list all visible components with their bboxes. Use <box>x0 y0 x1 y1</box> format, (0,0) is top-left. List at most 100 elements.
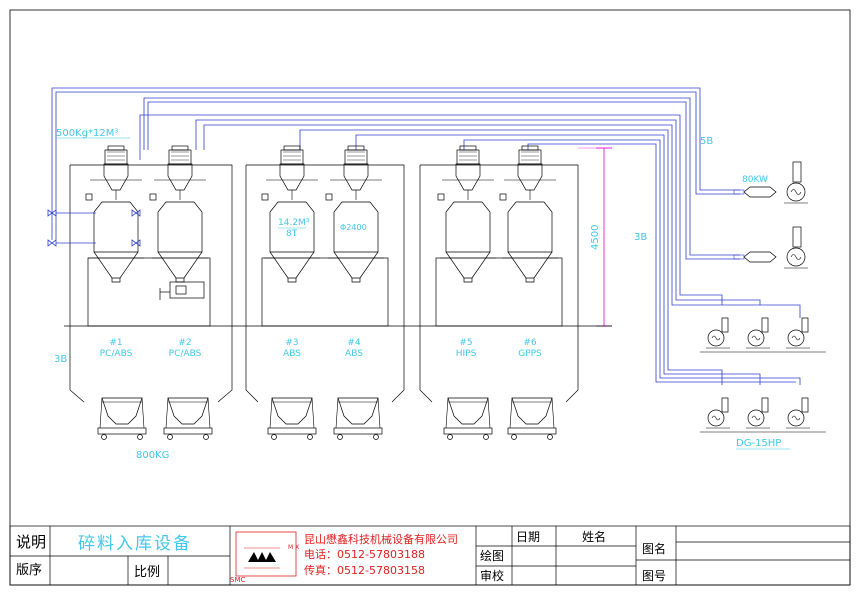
cart-wheel <box>373 434 379 440</box>
silo-cone <box>269 251 297 283</box>
pump-housing <box>747 329 765 347</box>
support-platform-3 <box>435 257 563 327</box>
silo-5-no: #5 <box>459 338 472 348</box>
silo-4-material: ABS <box>345 349 363 359</box>
pipe-spec-label: 500Kg*12M³ <box>56 128 118 139</box>
silo-unit-2 <box>149 145 208 283</box>
silo-3-material: ABS <box>283 349 301 359</box>
pump-row1-3 <box>786 317 810 349</box>
desc-label: 说明 <box>16 533 46 551</box>
motor-icon <box>159 281 205 300</box>
cart-wheel <box>337 434 343 440</box>
pump-row2-1 <box>706 397 730 429</box>
label-hopper-weight: 800KG <box>136 450 169 461</box>
pump-housing <box>787 329 805 347</box>
title-block <box>9 525 851 586</box>
silo-1-material: PC/ABS <box>100 349 133 359</box>
silo-valve <box>437 193 445 201</box>
logo-smc-text: SMC <box>230 576 245 584</box>
silo-unit-3 <box>261 145 320 283</box>
figure-no-label: 图号 <box>642 569 666 583</box>
pump-row2-2 <box>746 397 770 429</box>
label-height: 4500 <box>590 225 601 250</box>
drawing-title: 碎料入库设备 <box>78 534 192 554</box>
silo-6-no: #6 <box>523 338 537 348</box>
blower-housing <box>786 247 806 267</box>
logo-mx-text: M X <box>288 544 299 551</box>
loader-hopper <box>103 163 129 191</box>
loader-cap <box>521 145 539 151</box>
cart-wheel <box>307 434 313 440</box>
label-storage-weight: 8T <box>286 229 298 239</box>
inline-valve <box>733 254 745 260</box>
cart-wheel <box>271 434 277 440</box>
silo-cone <box>93 251 121 283</box>
label-5b: 5B <box>700 136 713 147</box>
figure-name-label: 图名 <box>642 541 666 556</box>
blower-filter <box>792 226 802 248</box>
loader-cap <box>347 145 365 151</box>
cart-base <box>333 427 383 435</box>
pump-row1-1 <box>706 317 730 349</box>
scale-label: 比例 <box>134 565 160 580</box>
label-storage-volume: 14.2M³ <box>278 218 310 228</box>
label-blower-power: 80KW <box>742 175 768 185</box>
silo-valve <box>325 193 333 201</box>
cart-wheel <box>483 434 489 440</box>
loader-hopper <box>279 163 305 191</box>
cart-base <box>507 427 557 435</box>
pump-housing <box>787 409 805 427</box>
blower-filter <box>792 161 802 183</box>
silo-unit-5 <box>437 145 496 283</box>
silencer <box>743 186 777 198</box>
cart-base <box>97 427 147 435</box>
hopper-cart-3 <box>267 397 317 440</box>
support-platform-2 <box>261 257 389 327</box>
inline-valve <box>733 189 745 195</box>
version-label: 版序 <box>16 563 42 578</box>
review-label: 审校 <box>480 568 504 583</box>
cart-base <box>163 427 213 435</box>
company-logo <box>235 531 297 577</box>
loader-hopper <box>343 163 369 191</box>
hopper-cart-6 <box>507 397 557 440</box>
loader-cap <box>171 145 189 151</box>
silo-body <box>93 201 139 253</box>
pump-housing <box>707 409 725 427</box>
silo-valve <box>85 193 93 201</box>
hopper-cart-1 <box>97 397 147 440</box>
silo-1-no: #1 <box>109 338 122 348</box>
cart-wheel <box>511 434 517 440</box>
loader-cap <box>459 145 477 151</box>
hopper-carts <box>97 397 557 440</box>
blower-housing <box>786 182 806 202</box>
silo-2-material: PC/ABS <box>169 349 202 359</box>
silo-body <box>507 201 553 253</box>
date-label: 日期 <box>516 530 540 544</box>
silo-cone <box>333 251 361 283</box>
silo-body <box>445 201 491 253</box>
loader-cap <box>283 145 301 151</box>
silo-unit-6 <box>499 145 558 283</box>
silo-units <box>85 145 563 327</box>
company-phone: 电话：0512-57803188 <box>304 548 425 561</box>
support-platform-1 <box>87 257 211 327</box>
silencer <box>743 251 777 263</box>
silo-cone <box>507 251 535 283</box>
blower-equipment <box>700 161 826 433</box>
silo-cone <box>445 251 473 283</box>
silo-unit-4 <box>325 145 384 283</box>
pump-filter <box>801 397 809 413</box>
pump-filter <box>761 397 769 413</box>
silo-2-no: #2 <box>178 338 191 348</box>
hopper-cart-2 <box>163 397 213 440</box>
company-name: 昆山懋鑫科技机械设备有限公司 <box>304 532 458 546</box>
drawing-by-label: 绘图 <box>480 548 504 563</box>
pump-housing <box>747 409 765 427</box>
blower-2 <box>733 226 808 269</box>
pump-housing <box>707 329 725 347</box>
silo-labels: #1 PC/ABS #2 PC/ABS #3 ABS #4 ABS #5 HIP… <box>100 338 542 359</box>
pump-filter <box>721 317 729 333</box>
cart-base <box>267 427 317 435</box>
valve-icons <box>47 209 141 247</box>
